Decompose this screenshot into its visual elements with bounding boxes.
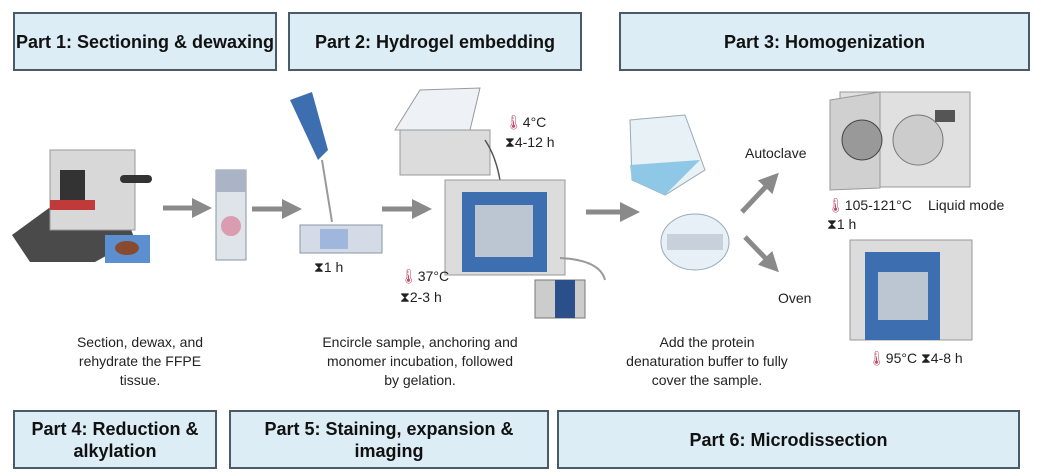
part-5-header: Part 5: Staining, expansion & imaging xyxy=(229,410,549,469)
thermometer-icon: 🌡︎ xyxy=(505,114,523,130)
hourglass-icon: ⧗ xyxy=(400,289,410,305)
oven xyxy=(849,239,973,341)
part2-caption: Encircle sample, anchoring and monomer i… xyxy=(322,334,518,388)
part3-caption: Add the protein denaturation buffer to f… xyxy=(626,334,788,388)
incubator-time: ⧗2-3 h xyxy=(400,289,442,305)
hourglass-icon: ⧗ xyxy=(920,350,931,366)
part-4-header: Part 4: Reduction & alkylation xyxy=(13,410,217,469)
pipette-slide xyxy=(290,92,383,254)
autoclave-mode: Liquid mode xyxy=(928,197,1005,213)
anchoring-time: ⧗1 h xyxy=(314,259,344,275)
thermometer-icon: 🌡︎ xyxy=(868,350,886,366)
fridge-time: ⧗4-12 h xyxy=(505,134,555,150)
autoclave xyxy=(829,91,971,191)
fridge-box xyxy=(394,87,504,226)
part-2-header: Part 2: Hydrogel embedding xyxy=(288,12,582,71)
hourglass-icon: ⧗ xyxy=(827,216,837,232)
thermometer-icon: 🌡︎ xyxy=(827,197,845,213)
part-1-header: Part 1: Sectioning & dewaxing xyxy=(13,12,277,71)
part1-caption: Section, dewax, and rehydrate the FFPE t… xyxy=(76,334,204,388)
slide-vertical xyxy=(215,169,247,261)
incubator-temp: 🌡︎37°C xyxy=(400,268,450,284)
fridge-temp: 🌡︎4°C xyxy=(505,114,547,130)
autoclave-time: ⧗1 h xyxy=(827,216,857,232)
autoclave-temp: 🌡︎105-121°C xyxy=(827,197,912,213)
part-6-header: Part 6: Microdissection xyxy=(557,410,1020,469)
autoclave-label: Autoclave xyxy=(745,145,807,161)
arrow-autoclave xyxy=(740,172,779,214)
part-3-header: Part 3: Homogenization xyxy=(619,12,1030,71)
vacuum-oven xyxy=(444,179,606,319)
beaker-and-dish xyxy=(629,114,730,271)
hourglass-icon: ⧗ xyxy=(314,259,324,275)
thermometer-icon: 🌡︎ xyxy=(400,268,418,284)
microtome-illustration xyxy=(12,149,152,263)
hourglass-icon: ⧗ xyxy=(505,134,515,150)
arrow-oven xyxy=(743,235,779,273)
oven-conditions: 🌡︎95°C ⧗4-8 h xyxy=(868,350,963,366)
oven-label: Oven xyxy=(778,290,812,306)
